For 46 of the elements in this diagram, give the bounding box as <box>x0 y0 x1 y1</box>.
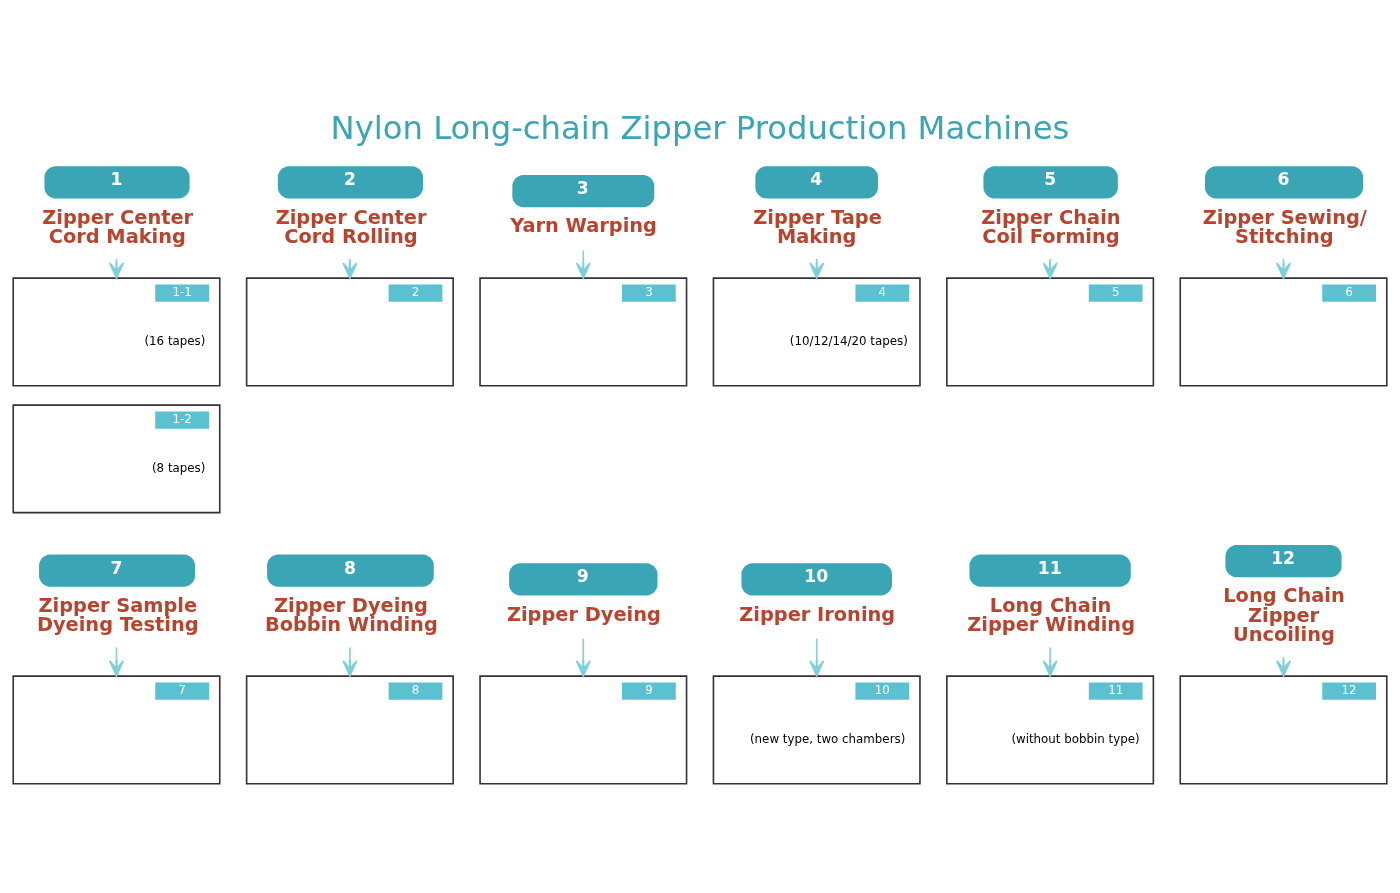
node-label: Yarn Warping <box>510 214 657 238</box>
node-box: 1 <box>44 166 190 199</box>
node-label: Long Chain Zipper Uncoiling <box>1223 584 1345 647</box>
arrow <box>1042 258 1058 279</box>
arrow <box>342 646 358 677</box>
node-box: 12 <box>1179 675 1388 785</box>
node-label: Zipper Chain Coil Forming <box>981 205 1121 249</box>
node-label: Zipper Center Cord Rolling <box>275 205 427 249</box>
node-box: 11 <box>969 554 1131 587</box>
node-box: 11 (without bobbin type) <box>946 675 1155 785</box>
arrow <box>809 637 825 677</box>
node-box: 5 <box>983 166 1118 199</box>
node-box: 10 (new type, two chambers) <box>712 675 921 785</box>
node-box: 1-1 (16 tapes) <box>12 277 221 387</box>
node-label: Zipper Center Cord Making <box>42 205 194 249</box>
arrow <box>575 637 591 677</box>
diagram-title: Nylon Long-chain Zipper Production Machines <box>330 109 1070 148</box>
node-box: 2 <box>277 166 424 199</box>
node-box: 3 <box>512 174 655 208</box>
node-box: 6 <box>1205 166 1364 199</box>
node-label: Zipper Tape Making <box>753 205 882 249</box>
node-box: 7 <box>39 554 195 587</box>
node-box: 2 <box>245 277 454 387</box>
node-label: Zipper Ironing <box>739 602 896 626</box>
node-label: Zipper Sewing/ Stitching <box>1202 205 1367 249</box>
node-box: 6 <box>1179 277 1388 387</box>
node-box: 1-2 (8 tapes) <box>12 404 221 514</box>
node-box: 10 <box>741 563 892 596</box>
arrow <box>809 258 825 279</box>
node-box: 3 <box>479 277 688 387</box>
arrow <box>575 249 591 279</box>
node-box: 8 <box>245 675 454 785</box>
arrow <box>1042 646 1058 677</box>
node-label: Long Chain Zipper Winding <box>967 594 1135 637</box>
node-box: 4 (10/12/14/20 tapes) <box>712 277 921 387</box>
node-label: Zipper Dyeing <box>506 602 661 626</box>
node-box: 9 <box>509 563 658 596</box>
node-box: 12 <box>1225 544 1342 578</box>
arrow <box>342 258 358 279</box>
node-box: 7 <box>12 675 221 785</box>
node-box: 5 <box>946 277 1155 387</box>
node-label: Zipper Sample Dyeing Testing <box>36 594 199 637</box>
node-box: 9 <box>479 675 688 785</box>
node-label: Zipper Dyeing Bobbin Winding <box>264 594 438 637</box>
node-box: 8 <box>267 554 434 587</box>
node-box: 4 <box>755 166 878 199</box>
